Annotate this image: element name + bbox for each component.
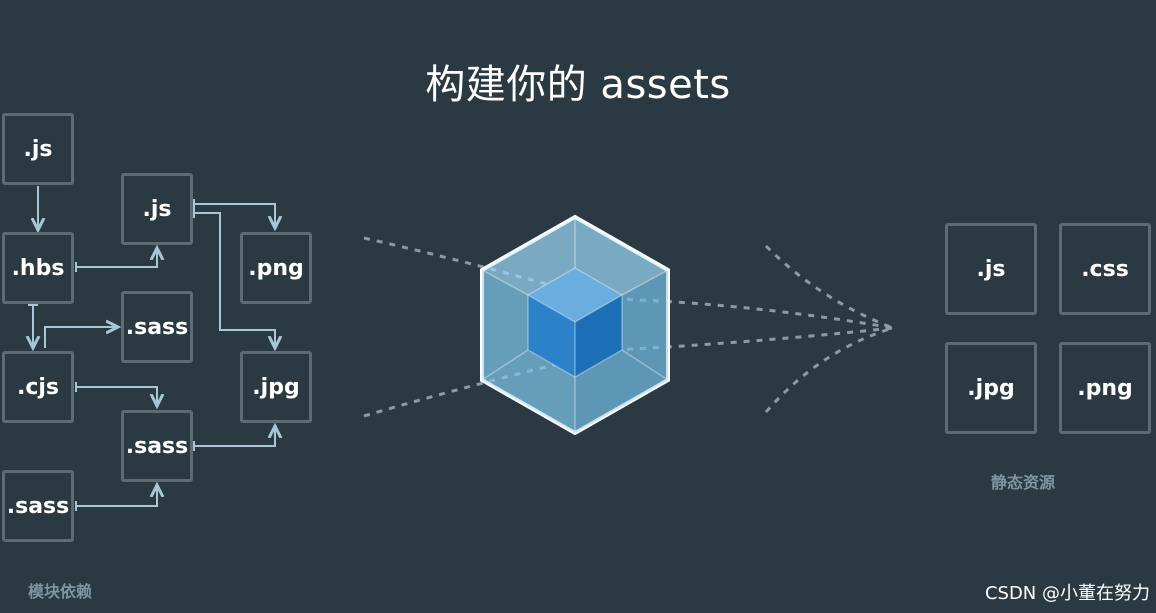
modules-caption: 模块依赖 — [28, 582, 93, 601]
diagram-title: 构建你的 assets — [425, 62, 731, 108]
module-label: .jpg — [252, 374, 300, 400]
dotted-input-top — [363, 236, 576, 294]
asset-label: .css — [1081, 256, 1129, 282]
arrow-cjs-to-sass2 — [76, 386, 157, 406]
module-label: .png — [248, 255, 304, 281]
module-label: .hbs — [11, 255, 65, 281]
asset-label: .jpg — [967, 375, 1015, 401]
arrow-sass3-to-sass2 — [76, 485, 157, 507]
dotted-output-lower — [764, 326, 894, 413]
asset-box-js: .js — [945, 223, 1037, 315]
arrow-js-to-png — [193, 203, 275, 228]
module-box-js: .js — [2, 113, 74, 185]
module-box-sass: .sass — [121, 291, 193, 363]
asset-label: .png — [1077, 375, 1133, 401]
module-label: .js — [142, 196, 172, 222]
arrow-sass2-to-jpg — [194, 426, 275, 447]
dotted-input-bottom — [363, 358, 576, 418]
module-box-cjs: .cjs — [2, 351, 74, 423]
module-label: .sass — [125, 433, 189, 459]
module-box-sass: .sass — [2, 470, 74, 542]
asset-box-jpg: .jpg — [945, 342, 1037, 434]
arrow-cjs-to-sass — [44, 327, 118, 348]
asset-box-css: .css — [1059, 223, 1151, 315]
module-box-hbs: .hbs — [2, 232, 74, 304]
module-box-sass: .sass — [121, 410, 193, 482]
module-box-png: .png — [240, 232, 312, 304]
module-label: .sass — [125, 314, 189, 340]
arrow-hbs-to-js — [76, 248, 157, 268]
watermark-text: CSDN @小董在努力 — [984, 583, 1150, 604]
module-box-js: .js — [121, 173, 193, 245]
dotted-output-upper — [764, 244, 894, 330]
asset-label: .js — [976, 256, 1006, 282]
module-label: .js — [23, 136, 53, 162]
assets-caption: 静态资源 — [991, 473, 1056, 492]
arrow-js-to-jpg — [193, 212, 275, 348]
module-label: .sass — [6, 493, 70, 519]
webpack-cube-icon — [480, 214, 670, 436]
module-label: .cjs — [16, 374, 60, 400]
module-box-jpg: .jpg — [240, 351, 312, 423]
asset-box-png: .png — [1059, 342, 1151, 434]
